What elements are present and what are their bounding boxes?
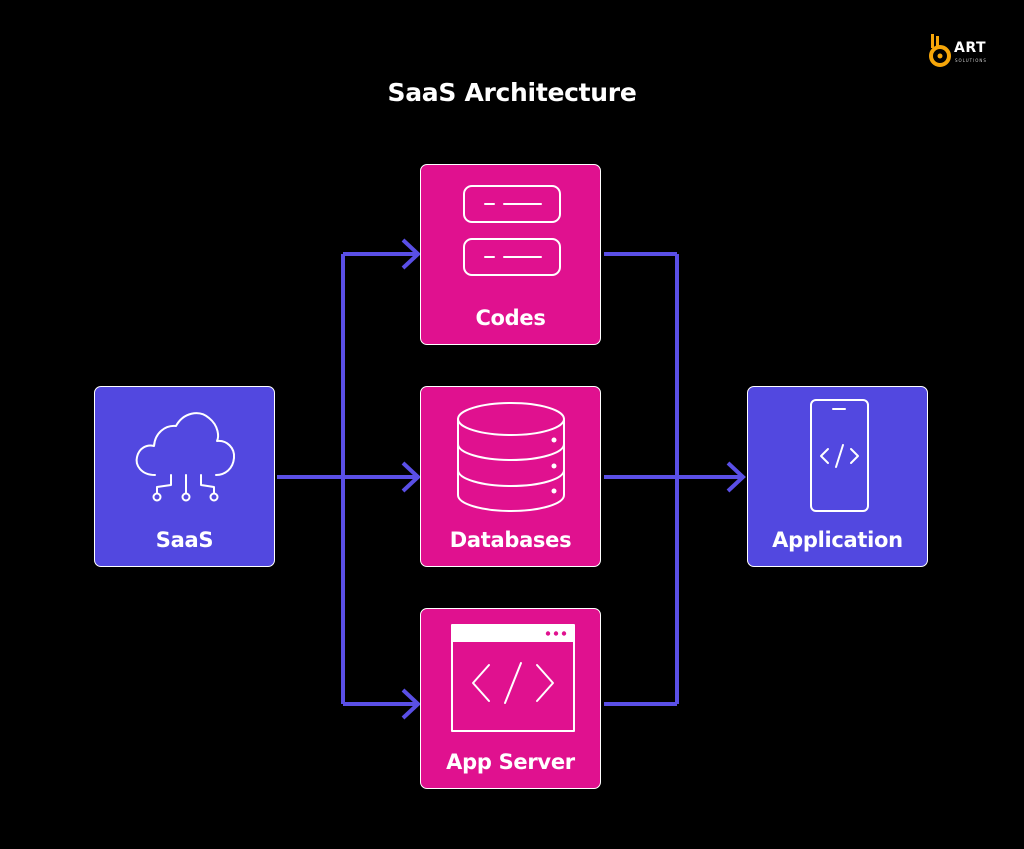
arrow-app-server-icon	[401, 688, 421, 720]
node-app-server: App Server	[420, 608, 601, 789]
mobile-code-icon	[810, 399, 869, 512]
node-codes: Codes	[420, 164, 601, 345]
node-databases: Databases	[420, 386, 601, 567]
brand-logo: ART SOLUTIONS	[928, 34, 1000, 68]
logo-subtext: SOLUTIONS	[955, 58, 987, 63]
logo-mark-icon	[929, 34, 951, 67]
node-databases-label: Databases	[449, 528, 572, 552]
node-saas-label: SaaS	[155, 528, 214, 552]
database-icon	[457, 402, 565, 513]
diagram-title: SaaS Architecture	[387, 78, 637, 107]
cloud-network-icon	[135, 412, 236, 502]
node-codes-label: Codes	[475, 306, 546, 330]
logo-text: ART	[954, 40, 987, 56]
node-application-label: Application	[772, 528, 903, 552]
node-saas: SaaS	[94, 386, 275, 567]
node-app-server-label: App Server	[446, 750, 575, 774]
node-application: Application	[747, 386, 928, 567]
arrow-databases-icon	[401, 461, 421, 493]
browser-code-icon	[451, 624, 575, 732]
server-rack-icon	[463, 185, 561, 276]
arrow-application-icon	[726, 461, 746, 493]
arrow-codes-icon	[401, 238, 421, 270]
